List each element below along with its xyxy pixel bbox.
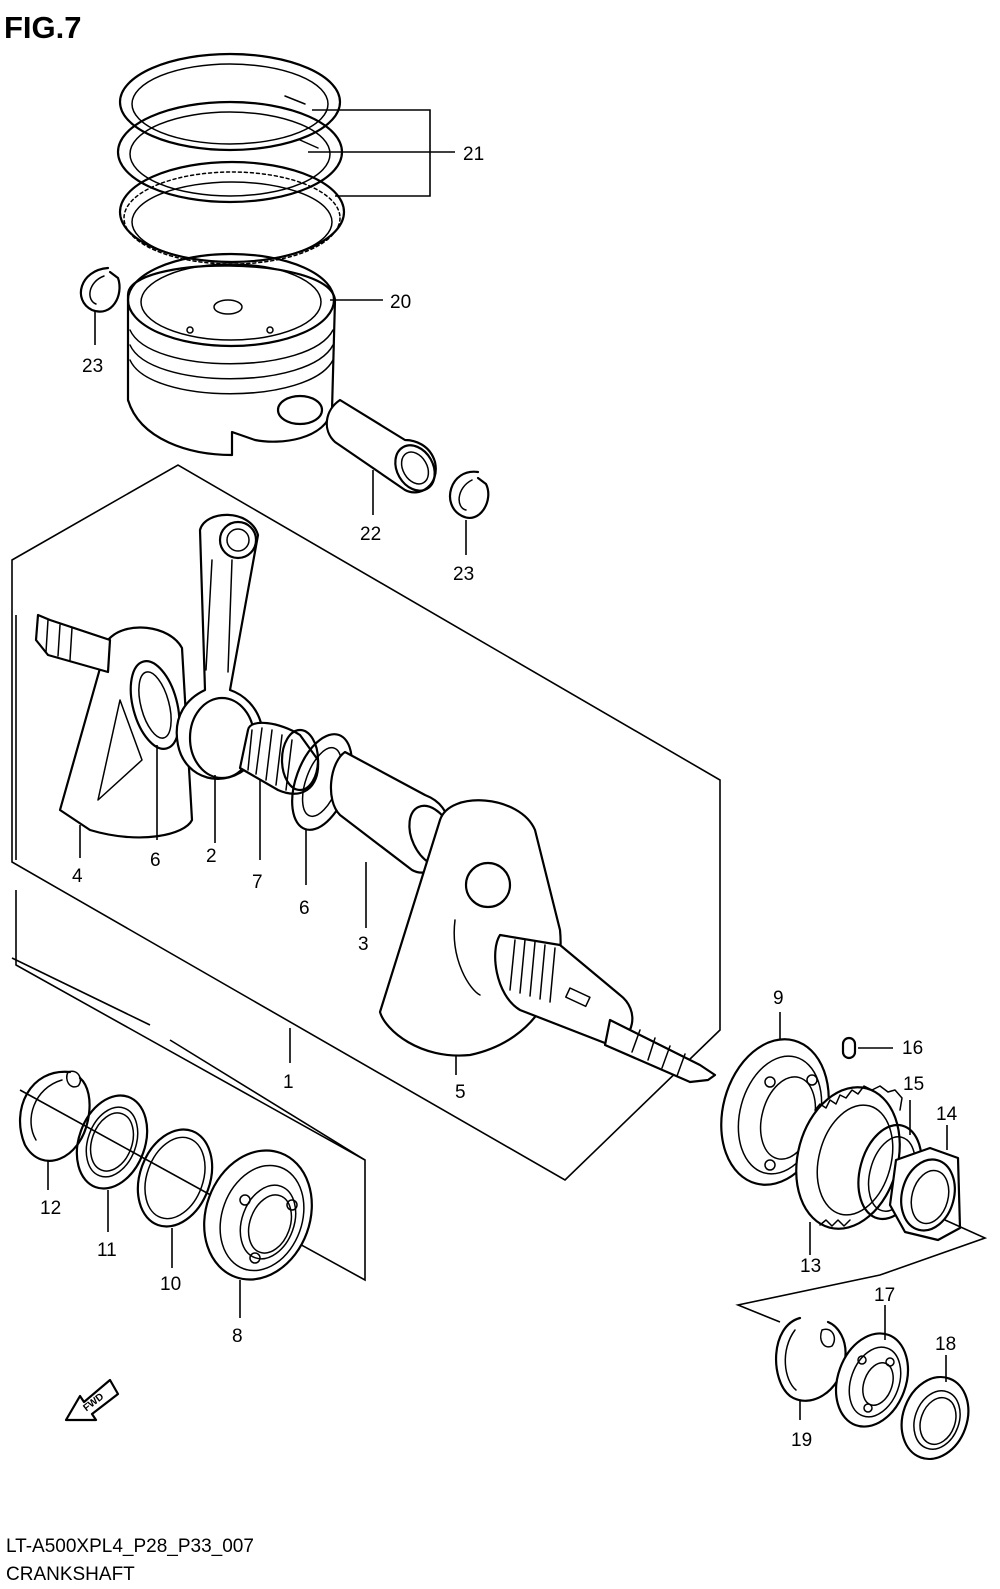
needle-bearing [238, 721, 320, 795]
oil-seal-11 [75, 1094, 149, 1190]
callout-17: 17 [874, 1285, 895, 1306]
piston-pin [325, 398, 437, 494]
right-crank-web [378, 799, 717, 1084]
callout-21-leader [308, 109, 455, 197]
callout-11: 11 [97, 1240, 117, 1261]
callout-19: 19 [791, 1430, 812, 1451]
callout-1: 1 [283, 1072, 294, 1093]
nut-14 [888, 1146, 962, 1242]
fwd-arrow-icon: FWD [64, 1378, 120, 1422]
sub-assembly-bracket [735, 1219, 988, 1323]
callout-23a: 23 [82, 356, 103, 377]
callout-14: 14 [936, 1104, 958, 1125]
callout-13: 13 [800, 1256, 821, 1277]
callout-9: 9 [773, 988, 784, 1009]
thrust-washer-left [129, 660, 181, 750]
callout-7: 7 [252, 872, 263, 893]
key-16 [841, 1036, 857, 1060]
callout-23b: 23 [453, 564, 474, 585]
circlip-right [448, 470, 490, 519]
circlip-19 [774, 1316, 847, 1402]
bearing-17 [834, 1332, 910, 1428]
callout-22: 22 [360, 524, 381, 545]
callout-4: 4 [72, 866, 83, 887]
figure-title: FIG.7 [4, 10, 82, 45]
callout-3: 3 [358, 934, 369, 955]
callout-21: 21 [463, 144, 484, 165]
circlip-12 [18, 1070, 91, 1162]
callout-8: 8 [232, 1326, 243, 1347]
callout-2: 2 [206, 846, 217, 867]
callout-6a: 6 [150, 850, 161, 871]
circlip-left [79, 266, 121, 313]
spacer-10 [136, 1128, 214, 1228]
oil-seal-18 [900, 1375, 970, 1461]
callout-12: 12 [40, 1198, 61, 1219]
callout-16: 16 [902, 1038, 923, 1059]
piston [126, 252, 337, 457]
callout-20: 20 [390, 292, 411, 313]
bearing-8 [203, 1149, 313, 1281]
callout-5: 5 [455, 1082, 466, 1103]
callout-6b: 6 [299, 898, 310, 919]
left-crank-web [34, 613, 194, 839]
callout-10: 10 [160, 1274, 181, 1295]
footer-code: LT-A500XPL4_P28_P33_007 [6, 1536, 254, 1557]
footer-name: CRANKSHAFT [6, 1564, 135, 1585]
callout-18: 18 [935, 1334, 956, 1355]
piston-rings [116, 52, 346, 265]
callout-15: 15 [903, 1074, 924, 1095]
